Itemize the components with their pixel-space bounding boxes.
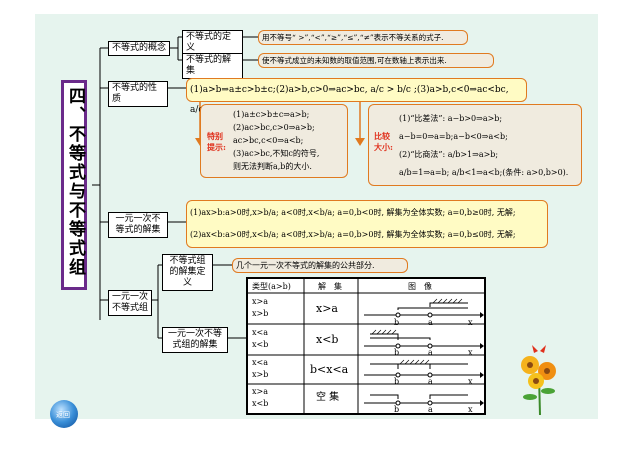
- node-linear-desc: (1)ax>b:a>0时,x>b/a; a<0时,x<b/a; a=0,b<0时…: [186, 200, 548, 248]
- node-system-def: 不等式组的解集定义: [162, 254, 213, 291]
- special-hint-label: 特别提示:: [207, 131, 226, 152]
- node-definition-desc: 用不等号“ >”,“<”,“≥”,“≤”,“≠”表示不等关系的式子.: [258, 30, 468, 45]
- table-row-solution: x<b: [316, 333, 339, 346]
- node-property-desc: (1)a>b⇒a±c>b±c;(2)a>b,c>0⇒ac>bc, a/c > b…: [186, 78, 527, 115]
- node-concept: 不等式的概念: [108, 41, 170, 56]
- chapter-title-text: 四、不等式与不等式组: [65, 87, 85, 277]
- node-solution-set: 不等式的解集: [182, 53, 243, 79]
- special-hint-lines: (1)a±c>b±c⇒a>b; (2)ac>bc,c>0⇒a>b; ac>bc,…: [233, 110, 320, 171]
- axis-label-a: a: [428, 318, 433, 327]
- axis-label-a: a: [428, 348, 433, 357]
- node-special-hint: 特别提示: (1)a±c>b±c⇒a>b; (2)ac>bc,c>0⇒a>b; …: [200, 104, 348, 178]
- back-button[interactable]: 返回: [50, 400, 78, 428]
- table-row-solution: b<x<a: [310, 363, 349, 376]
- axis-label-b: b: [394, 377, 400, 386]
- node-definition: 不等式的定义: [182, 30, 243, 56]
- node-system-sol: 一元一次不等式组的解集: [162, 327, 228, 353]
- axis-label-b: b: [394, 405, 400, 414]
- axis-label-x: x: [468, 318, 473, 327]
- axis-label-x: x: [468, 348, 473, 357]
- back-button-label: 返回: [56, 411, 70, 419]
- axis-label-a: a: [428, 377, 433, 386]
- table-row-solution: x>a: [316, 302, 338, 315]
- node-linear-one: 一元一次不等式的解集: [108, 212, 168, 238]
- node-system-def-desc: 几个一元一次不等式的解集的公共部分.: [232, 258, 408, 273]
- node-solution-set-desc: 使不等式成立的未知数的取值范围,可在数轴上表示出来.: [258, 53, 494, 68]
- axis-label-a: a: [428, 405, 433, 414]
- compare-label: 比较大小:: [374, 131, 393, 152]
- axis-label-x: x: [468, 405, 473, 414]
- axis-label-b: b: [394, 348, 400, 357]
- node-property: 不等式的性质: [108, 81, 168, 107]
- node-system: 一元一次不等式组: [108, 290, 152, 316]
- chapter-title: 四、不等式与不等式组: [61, 80, 87, 290]
- table-grid: [248, 279, 484, 413]
- axis-label-x: x: [468, 377, 473, 386]
- flower-decoration-icon: [521, 345, 556, 415]
- table-header-graph: 图 像: [408, 282, 432, 291]
- table-header-type: 类型(a>b): [252, 282, 291, 291]
- node-compare: 比较大小: (1)“比差法”: a−b>0⇒a>b; a−b=0⇒a=b;a−b…: [368, 104, 582, 186]
- table-row-solution: 空 集: [316, 392, 340, 403]
- table-header-solution: 解 集: [318, 282, 342, 291]
- compare-lines: (1)“比差法”: a−b>0⇒a>b; a−b=0⇒a=b;a−b<0⇒a<b…: [399, 114, 569, 177]
- axis-label-b: b: [394, 318, 400, 327]
